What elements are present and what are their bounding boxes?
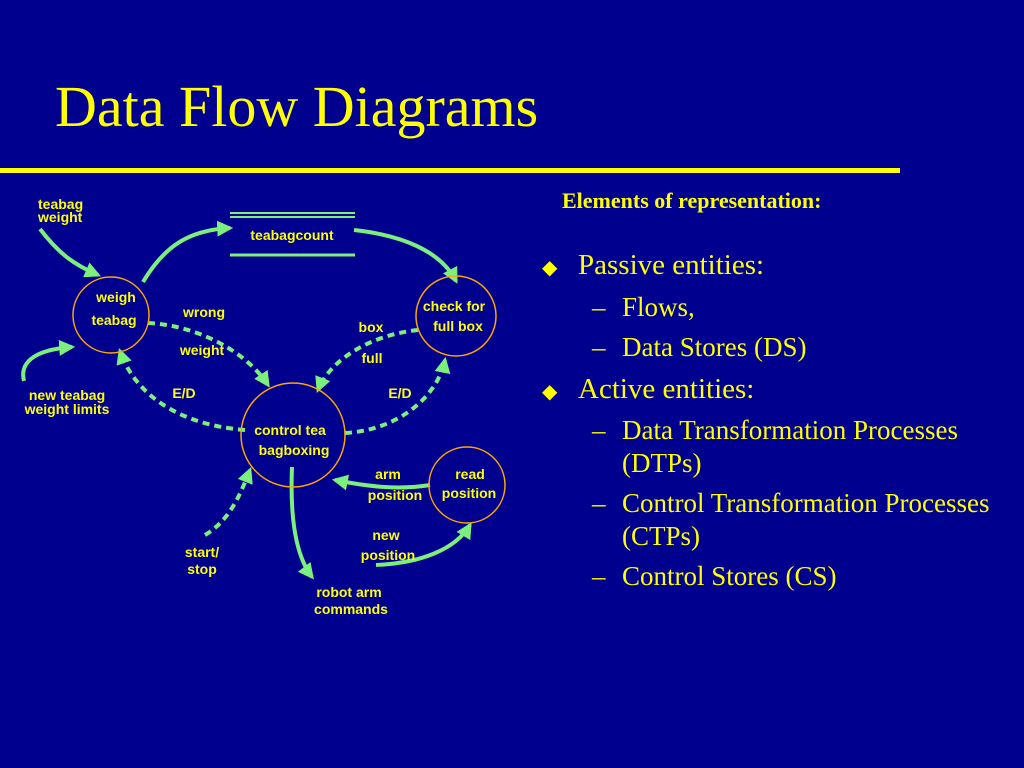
dash-bullet-icon: – [592, 415, 606, 446]
bullet-passive-label: Passive entities: [578, 249, 765, 281]
flow-label: robot arm [316, 584, 381, 600]
flow-teabag-weight [38, 227, 101, 278]
flow-label: position [368, 487, 422, 503]
process-check-full-box [415, 275, 497, 357]
dash-bullet-icon: – [592, 332, 606, 363]
flow-label: wrong [182, 304, 225, 320]
store-label: teabagcount [250, 227, 334, 243]
sub-bullet-label: Data Transformation Processes (DTPs) [622, 415, 958, 478]
dash-bullet-icon: – [592, 488, 606, 519]
sub-bullet-label: Flows, [622, 291, 695, 322]
process-weigh-teabag [72, 276, 150, 354]
flow-store-to-check [353, 228, 458, 284]
flow-label: E/D [172, 385, 195, 401]
flow-weigh-to-store [141, 220, 234, 284]
flow-label: teabag [38, 196, 83, 212]
dash-bullet-icon: – [592, 291, 606, 322]
flow-box-full [315, 328, 419, 393]
process-label: position [442, 485, 496, 501]
process-control-tea-bagboxing [240, 382, 346, 488]
dash-bullet-icon: – [592, 560, 606, 591]
diamond-bullet-icon: ◆ [542, 257, 558, 279]
flow-label: position [361, 547, 415, 563]
process-label: control tea [254, 422, 326, 438]
flow-label: arm [375, 466, 401, 482]
process-read-position [428, 446, 506, 524]
sub-bullet-data-stores: – Data Stores (DS) [538, 331, 1008, 363]
flow-label: weight [37, 209, 83, 225]
flow-label: weight limits [24, 401, 110, 417]
flow-label: start/ [185, 544, 219, 560]
flow-control-to-robot [289, 466, 314, 580]
slide-title: Data Flow Diagrams [55, 74, 539, 139]
sub-bullet-label: Control Transformation Processes (CTPs) [622, 488, 990, 551]
flow-label: box [359, 319, 384, 335]
process-label: weigh [95, 289, 136, 305]
diamond-bullet-icon: ◆ [542, 380, 558, 403]
flow-label: new teabag [29, 387, 105, 403]
bullet-list: ◆ Passive entities: – Flows, – Data Stor… [538, 248, 1008, 600]
flow-arm-position [331, 474, 431, 491]
flow-ed-right [344, 356, 451, 435]
flow-label: E/D [388, 385, 411, 401]
elements-subheading: Elements of representation: [562, 188, 822, 213]
flow-label: weight [179, 342, 225, 358]
flow-label: new [372, 527, 399, 543]
data-store-teabagcount: teabagcount [230, 212, 355, 257]
sub-bullet-control-stores: – Control Stores (CS) [538, 560, 1008, 592]
flow-new-position [375, 522, 472, 567]
flow-start-stop [203, 467, 253, 537]
flow-new-limits [21, 339, 76, 382]
process-label: bagboxing [259, 442, 330, 458]
process-label: full box [433, 318, 483, 334]
process-label: teabag [91, 312, 136, 328]
process-label: check for [423, 298, 486, 314]
sub-bullet-dtps: – Data Transformation Processes (DTPs) [538, 414, 1008, 479]
data-flow-diagram: teabagcount weigh teabag check for full … [21, 196, 506, 617]
flow-label: full [362, 350, 383, 366]
sub-bullet-label: Control Stores (CS) [622, 560, 837, 591]
flow-label: stop [187, 561, 217, 577]
flow-wrong-weight [147, 321, 270, 388]
flow-ed-left [116, 347, 246, 432]
sub-bullet-flows: – Flows, [538, 291, 1008, 323]
bullet-active-label: Active entities: [578, 372, 755, 405]
sub-bullet-label: Data Stores (DS) [622, 332, 807, 363]
bullet-active: ◆ Active entities: [538, 372, 1008, 407]
process-label: read [455, 466, 485, 482]
title-divider [0, 168, 900, 173]
bullet-passive: ◆ Passive entities: [538, 248, 1008, 283]
sub-bullet-ctps: – Control Transformation Processes (CTPs… [538, 487, 1008, 552]
flow-label: commands [314, 601, 388, 617]
